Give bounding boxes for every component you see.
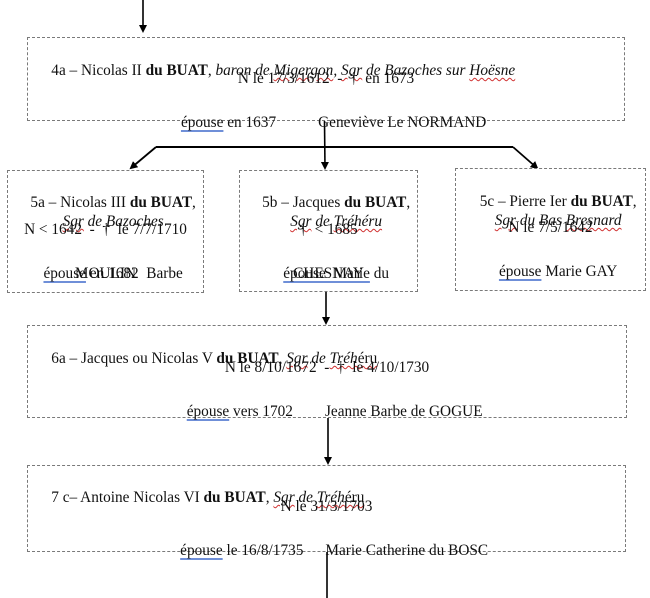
spellcheck-word: Sgr [286, 350, 308, 367]
node-6a-marriage: épouse vers 1702 Jeanne Barbe de GOGUE [28, 385, 626, 439]
node-4a: 4a – Nicolas II du BUAT, baron de Migerg… [27, 37, 625, 131]
separator: , [278, 350, 287, 367]
grammar-word: épouse [180, 542, 223, 559]
lordship-place-italic: Tréh [316, 489, 345, 506]
noble-title: baron de Migergon, Sgr de Bazoches sur H… [215, 62, 515, 79]
node-5c: 5c – Pierre Ier du BUAT, Sgr du Bas Bres… [455, 168, 646, 291]
node-7c-dates: N le 31/3/1703 [280, 498, 373, 515]
spellcheck-word: Sgr [62, 213, 84, 230]
grammar-word: épouse [498, 263, 542, 280]
node-5b-dates: † < 1685 [299, 221, 358, 238]
lordship-text: de [311, 213, 334, 230]
title-text: baron de [215, 62, 274, 79]
spouse-name: Marie GAY [541, 263, 618, 280]
edge-4a-to-5a [129, 146, 157, 170]
node-7c-title: 7 c– Antoine Nicolas VI du BUAT, Sgr de … [36, 471, 364, 525]
grammar-word: épouse [180, 114, 224, 131]
separator: , [207, 62, 216, 79]
spouse-name: du [369, 265, 390, 282]
node-5a: 5a – Nicolas III du BUAT, Sgr de Bazoche… [7, 170, 204, 293]
node-5a-lordship: Sgr de Bazoches [8, 195, 203, 249]
marriage-date: en 1637 [223, 114, 277, 131]
node-5a-dates: N < 1642 - † le 7/7/1710 [24, 221, 187, 238]
surname: du BUAT [570, 193, 633, 210]
node-7c-marriage: épouse le 16/8/1735 Marie Catherine du BO… [28, 524, 625, 578]
spellcheck-word: Tréhéru [333, 213, 383, 230]
given-name: 6a – Jacques ou Nicolas V [51, 350, 217, 367]
spellcheck-word: Sgr [340, 62, 363, 79]
marriage-date: vers 1702 [229, 403, 293, 420]
node-7c: 7 c– Antoine Nicolas VI du BUAT, Sgr de … [27, 465, 626, 559]
given-name: 5c – Pierre Ier [479, 193, 571, 210]
given-name: 7 c– Antoine Nicolas VI [51, 489, 204, 506]
spellcheck-word: Sgr [494, 212, 516, 229]
title-text: , [333, 62, 341, 79]
separator: , [192, 194, 196, 211]
node-5a-spouse: MOULIN [74, 265, 137, 282]
spouse-name: Jeanne Barbe de GOGUE [324, 403, 483, 420]
node-6a-dates: N le 8/10/1672 - † le 4/10/1730 [224, 359, 430, 376]
separator: , [406, 194, 411, 211]
grammar-word: épouse [186, 403, 230, 420]
spellcheck-word: Hoësne [469, 62, 516, 79]
node-6a: 6a – Jacques ou Nicolas V du BUAT, Sgr d… [27, 325, 627, 420]
spellcheck-word: Tréhéru [317, 489, 365, 506]
title-text: de Bazoches sur [362, 62, 470, 79]
node-5a-title: 5a – Nicolas III du BUAT, [8, 176, 203, 230]
lordship-place-roman: éru [344, 489, 365, 506]
lordship-place-roman: éru [357, 350, 378, 367]
node-5c-lordship: Sgr du Bas Bresnard [456, 194, 645, 248]
separator: , [265, 489, 274, 506]
grammar-word: épouse [43, 265, 86, 282]
surname: du BUAT [216, 350, 279, 367]
node-5c-title: 5c – Pierre Ier du BUAT, [456, 175, 645, 229]
node-6a-title: 6a – Jacques ou Nicolas V du BUAT, Sgr d… [36, 332, 377, 386]
spouse-name: Marie Catherine du BOSC [325, 542, 489, 559]
grammar-word: épouse Marie [283, 265, 370, 282]
edge-4a-to-5c [512, 146, 539, 170]
surname: du BUAT [129, 194, 193, 211]
surname: du BUAT [203, 489, 266, 506]
node-4a-title: 4a – Nicolas II du BUAT, baron de Migerg… [36, 44, 515, 98]
node-4a-dates: N le 17/3/1612 - † en 1673 [237, 70, 415, 87]
surname: du BUAT [145, 62, 208, 79]
node-5b-title: 5b – Jacques du BUAT, [240, 176, 417, 230]
lordship-text: de [294, 489, 317, 506]
node-5b: 5b – Jacques du BUAT, Sgr de Tréhéru † <… [239, 170, 418, 292]
marriage-date: le 16/8/1735 [222, 542, 304, 559]
node-5a-marriage: épouse en 1682 Barbe [8, 247, 203, 301]
spellcheck-word: Migergon [273, 62, 334, 79]
given-name: 4a – Nicolas II [51, 62, 146, 79]
spellcheck-word: Sgr [273, 489, 295, 506]
node-5c-marriage: épouse Marie GAY [456, 245, 645, 299]
spouse-name: Geneviève Le NORMAND [318, 114, 487, 131]
node-5b-marriage: épouse Marie du [240, 247, 417, 301]
lordship-place: de Bazoches [83, 213, 164, 230]
spellcheck-word: Sgr [290, 213, 312, 230]
marriage-date: en 1682 Barbe [85, 265, 183, 282]
node-5b-spouse: CHESNAY [293, 265, 364, 282]
spellcheck-word: Tréhéru [330, 350, 378, 367]
lordship-text: de [307, 350, 330, 367]
node-5b-lordship: Sgr de Tréhéru [240, 195, 417, 249]
lordship-text: du Bas [516, 212, 566, 229]
given-name: 5a – Nicolas III [30, 194, 130, 211]
spellcheck-word: Bresnard [565, 212, 622, 229]
lordship-place-italic: Tréh [329, 350, 358, 367]
surname: du BUAT [344, 194, 407, 211]
separator: , [632, 193, 637, 210]
node-5c-dates: N le 7/5/1642 [508, 219, 593, 236]
given-name: 5b – Jacques [262, 194, 345, 211]
node-4a-marriage: épouse en 1637 Geneviève Le NORMAND [28, 96, 624, 150]
